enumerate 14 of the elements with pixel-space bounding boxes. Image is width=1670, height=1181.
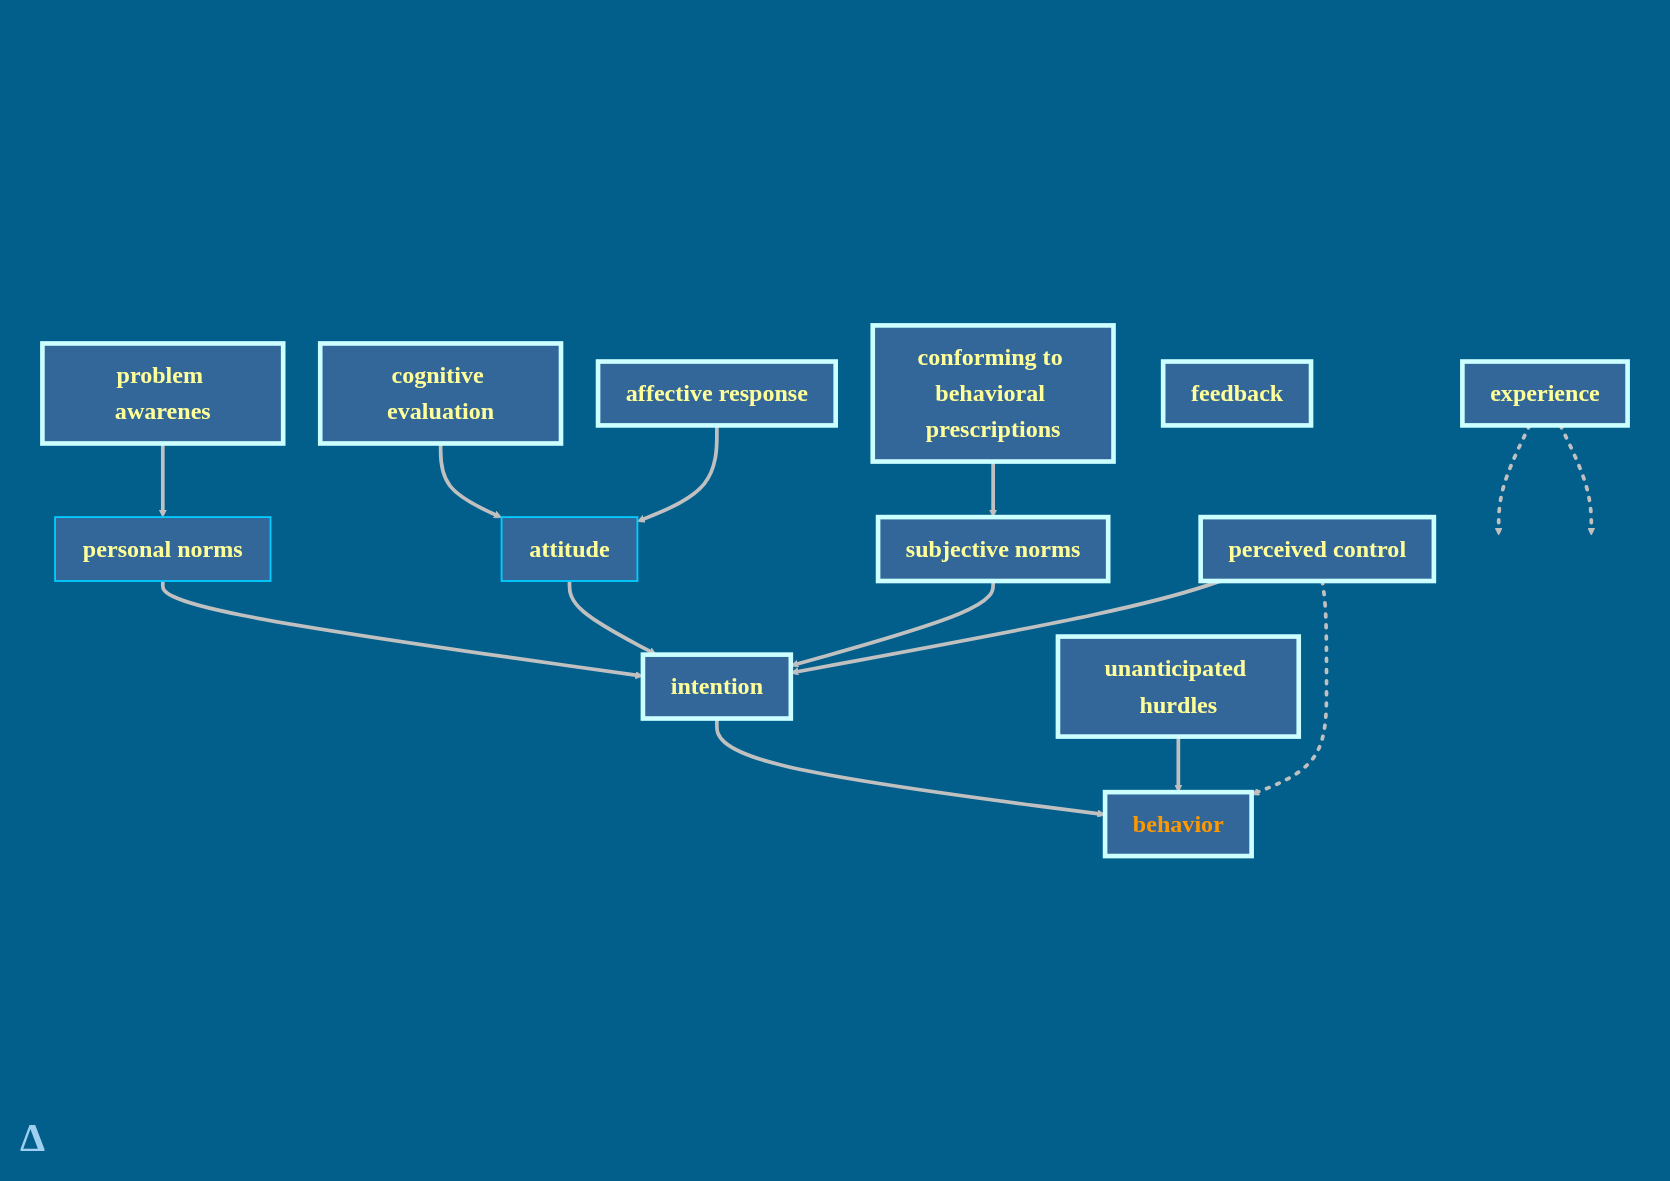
node-box: conforming to behavioral prescriptions — [870, 322, 1116, 464]
node-box: intention — [640, 652, 794, 721]
node-box: behavior — [1102, 789, 1254, 859]
node-box: problem awarenes — [40, 340, 286, 446]
node-box: feedback — [1160, 358, 1314, 428]
node-box: personal norms — [54, 515, 272, 582]
delta-mark: Δ — [20, 1115, 46, 1160]
node-box: experience — [1460, 358, 1630, 428]
node-box: attitude — [500, 515, 639, 582]
node-box: affective response — [595, 358, 838, 428]
node-box: subjective norms — [875, 514, 1111, 584]
node-box: cognitive evaluation — [317, 340, 564, 446]
node-box: perceived control — [1198, 514, 1437, 584]
node-box: unanticipated hurdles — [1055, 634, 1302, 739]
